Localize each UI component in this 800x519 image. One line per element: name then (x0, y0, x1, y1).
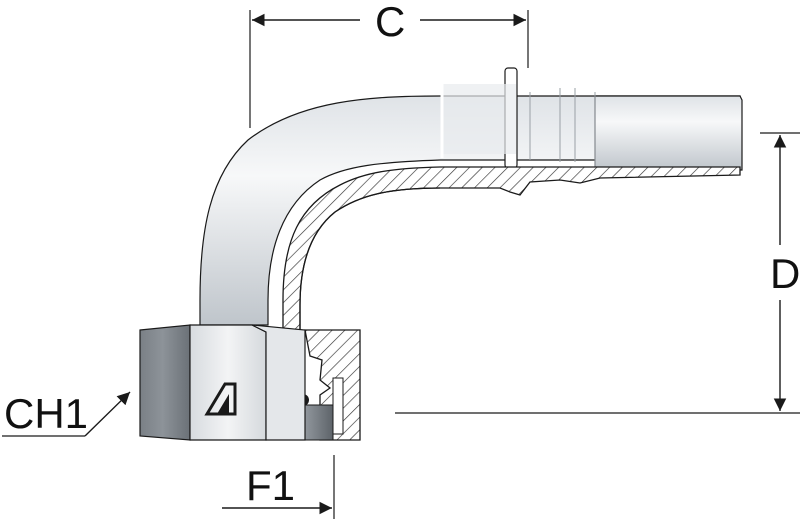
hex-nut-right-face (251, 324, 306, 441)
c-label: C (375, 0, 405, 45)
hose-tail (594, 95, 743, 171)
hex-nut-dark-face (139, 324, 191, 441)
hose-barbs (529, 88, 596, 168)
bore-line (299, 187, 441, 405)
d-label: D (770, 250, 800, 297)
brand-logo-icon (204, 382, 237, 416)
ch1-label: CH1 (4, 390, 88, 437)
nut-slot (332, 377, 344, 435)
ch1-leader (84, 391, 131, 437)
collar-band (442, 84, 516, 154)
f1-label: F1 (246, 462, 295, 509)
